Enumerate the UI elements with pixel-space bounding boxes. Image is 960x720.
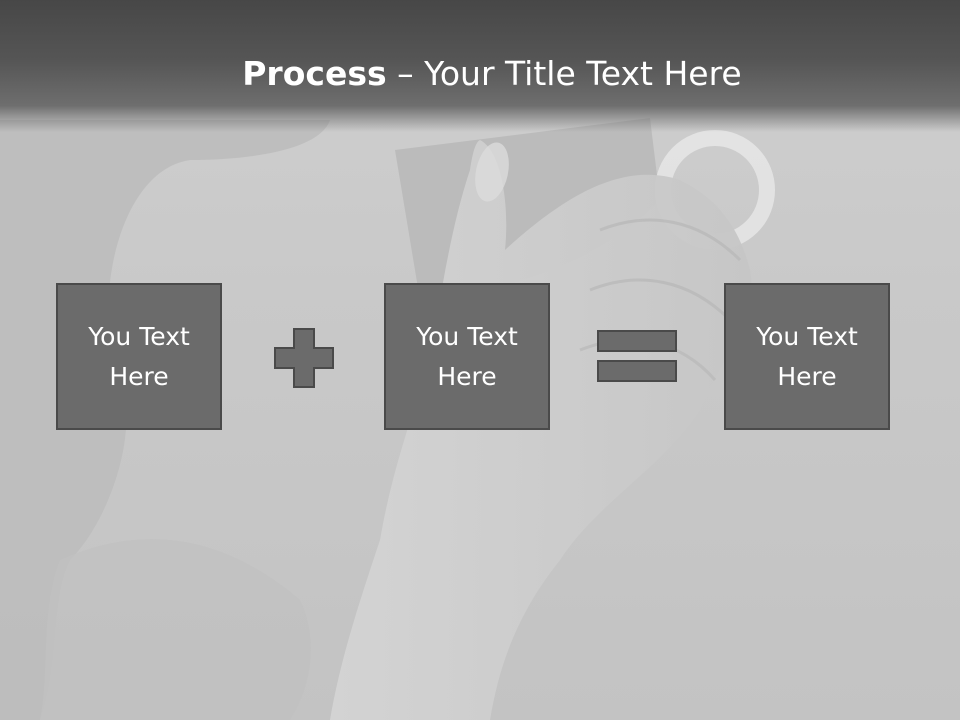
- text-box-2[interactable]: You Text Here: [384, 283, 550, 430]
- text-box-3-line1: You Text: [756, 321, 858, 351]
- text-box-3[interactable]: You Text Here: [724, 283, 890, 430]
- plus-icon[interactable]: [273, 327, 335, 389]
- title-bold: Process: [242, 54, 387, 93]
- equals-icon[interactable]: [597, 330, 677, 384]
- title-dash: –: [386, 54, 425, 93]
- title-rest: Your Title Text Here: [424, 54, 742, 93]
- text-box-1[interactable]: You Text Here: [56, 283, 222, 430]
- text-box-1-line2: Here: [109, 361, 169, 391]
- title-bar: [0, 0, 960, 132]
- slide-title[interactable]: Process – Your Title Text Here: [0, 52, 960, 96]
- text-box-3-line2: Here: [777, 361, 837, 391]
- text-box-2-line1: You Text: [416, 321, 518, 351]
- text-box-2-line2: Here: [437, 361, 497, 391]
- text-box-1-line1: You Text: [88, 321, 190, 351]
